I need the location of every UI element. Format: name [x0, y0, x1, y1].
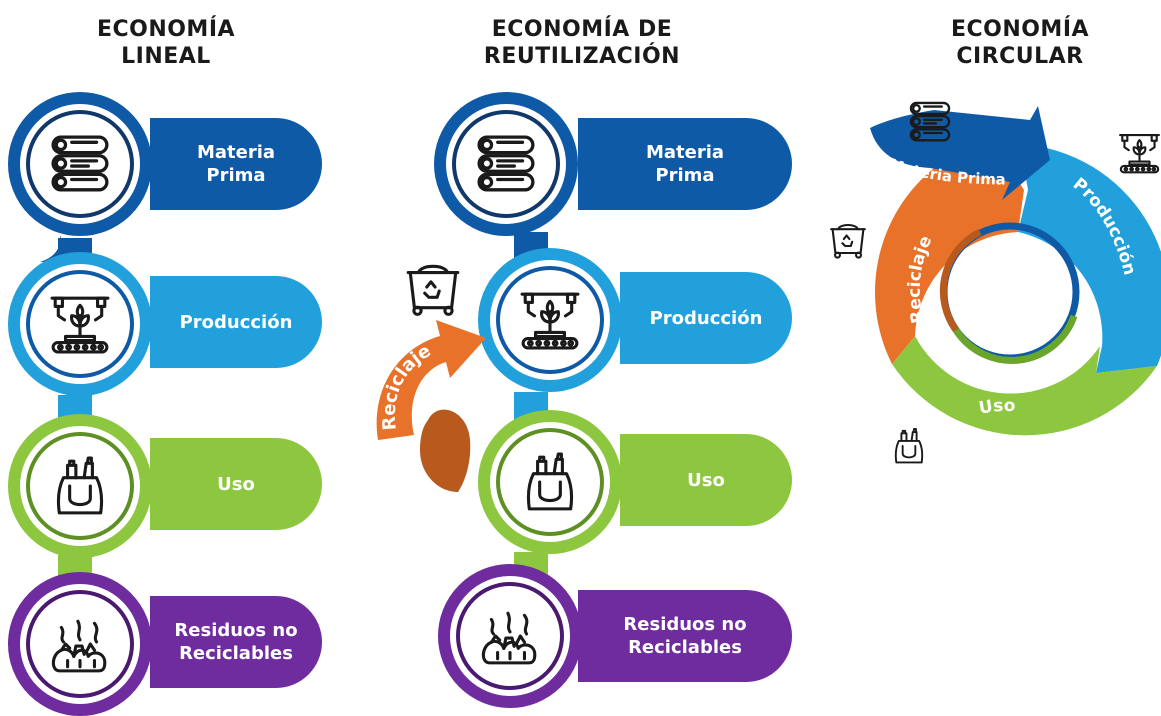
garbage-bags-icon [479, 605, 541, 667]
reuse-step-uso-label: Uso [687, 469, 725, 491]
linear-step-uso: Uso [150, 438, 322, 530]
logs-icon [49, 133, 111, 195]
reuse-step-residuos: Residuos no Reciclables [578, 590, 792, 682]
circular-segment-uso [892, 336, 1157, 436]
recycle-arrow-body [376, 320, 486, 440]
linear-uso-badge [8, 414, 152, 558]
linear-step-produccion-label: Producción [179, 311, 293, 333]
linear-economy-title: ECONOMÍA LINEAL [96, 17, 236, 69]
reuse-recycle-arrow: Reciclaje [376, 320, 486, 492]
linear-step-materia-prima-label: Materia Prima [196, 142, 276, 186]
reuse-step-materia-prima-label: Materia Prima [645, 142, 725, 186]
reuse-economy-title: ECONOMÍA DE REUTILIZACIÓN [483, 17, 681, 69]
reuse-step-residuos-label: Residuos no Reciclables [623, 614, 747, 658]
recycle-arrow-tail [420, 409, 471, 492]
linear-step-residuos-label: Residuos no Reciclables [174, 620, 298, 664]
recycle-bin-icon [400, 256, 466, 318]
reuse-materia-prima-badge [434, 92, 578, 236]
linear-step-uso-label: Uso [217, 473, 255, 495]
circular-cycle: Materia Prima Producción Uso Reciclaje [870, 106, 1161, 436]
linear-residuos-badge [8, 572, 152, 716]
circular-economy-title: ECONOMÍA CIRCULAR [950, 17, 1090, 69]
circular-segment-produccion [1018, 144, 1161, 373]
shopping-bag-icon [49, 455, 111, 517]
factory-plant-icon [1118, 130, 1161, 176]
reuse-step-produccion-label: Producción [649, 307, 763, 329]
garbage-bags-icon [49, 613, 111, 675]
reuse-step-produccion: Producción [620, 272, 792, 364]
factory-plant-icon [519, 289, 581, 351]
factory-plant-icon [49, 293, 111, 355]
recycle-bin-icon [826, 218, 870, 260]
reuse-residuos-badge [438, 564, 582, 708]
reuse-uso-badge [478, 410, 622, 554]
linear-step-residuos: Residuos no Reciclables [150, 596, 322, 688]
reuse-step-uso: Uso [620, 434, 792, 526]
logs-icon [475, 133, 537, 195]
shopping-bag-icon [890, 424, 928, 468]
circular-uso-label: Uso [977, 396, 1015, 419]
linear-step-materia-prima: Materia Prima [150, 118, 322, 210]
circular-segment-reciclaje [874, 160, 1024, 364]
linear-produccion-badge [8, 252, 152, 396]
linear-materia-prima-badge [8, 92, 152, 236]
shopping-bag-icon [519, 451, 581, 513]
reuse-step-materia-prima: Materia Prima [578, 118, 792, 210]
logs-icon [906, 100, 954, 144]
linear-step-produccion: Producción [150, 276, 322, 368]
